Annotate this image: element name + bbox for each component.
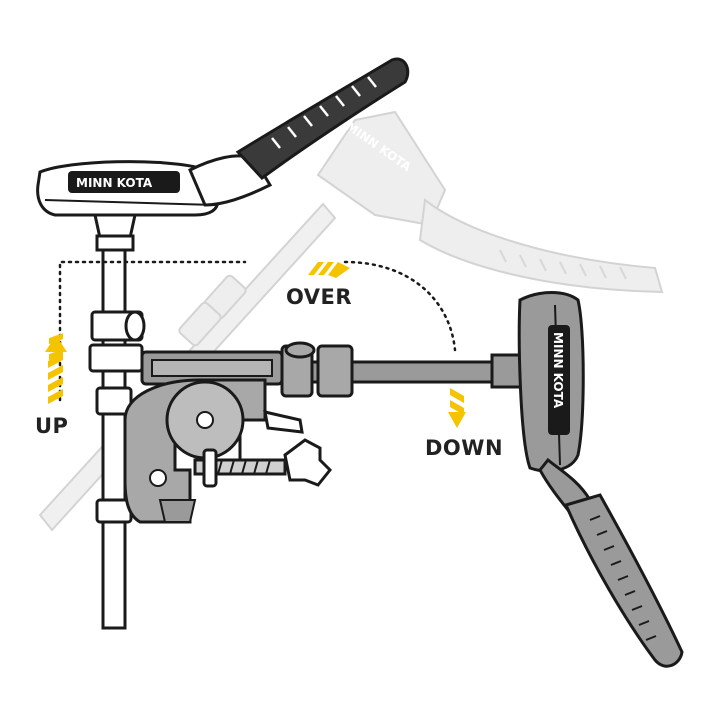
over-path xyxy=(343,260,457,352)
over-arrow-icon xyxy=(308,262,350,278)
down-head-brand-label: MINN KOTA xyxy=(551,332,565,409)
head-brand-label: MINN KOTA xyxy=(76,176,153,190)
label-down: DOWN xyxy=(425,436,503,460)
down-arrow-icon xyxy=(448,388,466,428)
motor-down-position: MINN KOTA xyxy=(280,291,684,668)
transom-clamp-bracket xyxy=(123,350,333,524)
motion-paths xyxy=(58,260,457,402)
motor-up-position: MINN KOTA xyxy=(36,57,410,630)
label-over: OVER xyxy=(286,285,352,309)
up-arrow-icon xyxy=(45,333,67,404)
label-up: UP xyxy=(35,414,68,438)
up-path xyxy=(58,260,247,402)
